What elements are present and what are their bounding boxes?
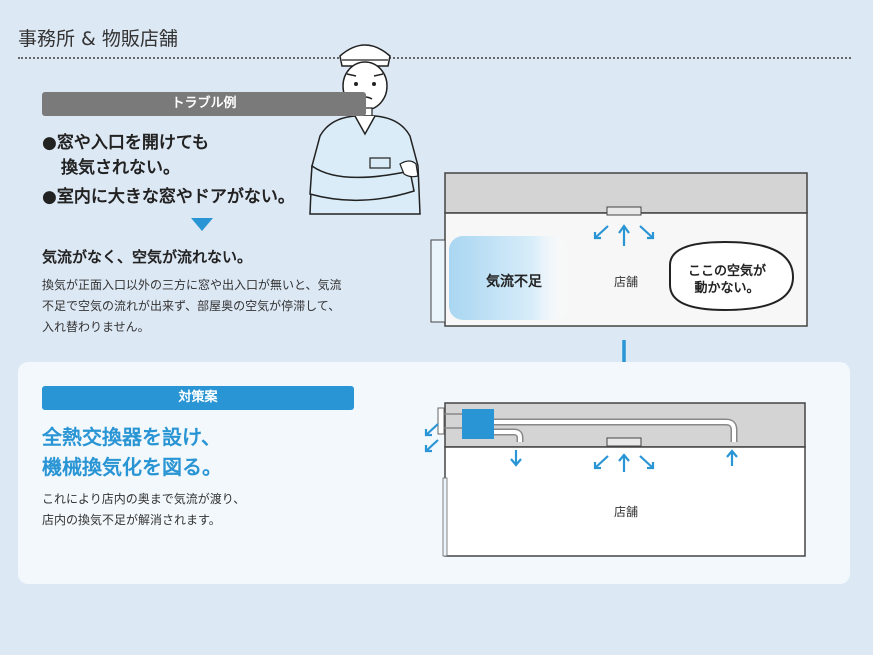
solution-diagram (424, 402, 806, 557)
countermeasure-heading: 全熱交換器を設け、 機械換気化を図る。 (42, 422, 222, 482)
trouble-result-heading: 気流がなく、空気が流れない。 (42, 248, 253, 266)
airflow-shortage-label: 気流不足 (486, 274, 542, 290)
countermeasure-label: 対策案 (42, 386, 354, 410)
trouble-desc-line1: 換気が正面入口以外の三方に窓や出入口が無いと、気流 (42, 278, 342, 292)
store-label-2: 店舗 (614, 505, 639, 519)
trouble-bullet-2: ●室内に大きな窓やドアがない。 (42, 187, 295, 207)
countermeasure-heading-2: 機械換気化を図る。 (42, 455, 222, 479)
page-title: 事務所 & 物販店舗 (18, 28, 178, 50)
stagnant-line-2: 動かない。 (694, 281, 760, 296)
countermeasure-desc-line2: 店内の換気不足が解消されます。 (42, 513, 221, 527)
trouble-bullet-1-cont: 換気されない。 (61, 158, 180, 178)
trouble-bullet-1: ●窓や入口を開けても (42, 133, 209, 153)
trouble-description: 換気が正面入口以外の三方に窓や出入口が無いと、気流 不足で空気の流れが出来ず、部… (42, 275, 342, 338)
stagnant-line-1: ここの空気が (688, 264, 767, 279)
worker-illustration (309, 44, 421, 215)
title-divider (18, 57, 851, 59)
trouble-desc-line2: 不足で空気の流れが出来ず、部屋奥の空気が停滞して、 (42, 299, 341, 313)
countermeasure-heading-1: 全熱交換器を設け、 (42, 425, 221, 449)
store-label: 店舗 (614, 275, 639, 289)
problem-diagram (430, 172, 808, 327)
countermeasure-description: これにより店内の奥まで気流が渡り、 店内の換気不足が解消されます。 (42, 489, 245, 531)
down-triangle-icon (191, 218, 213, 231)
stagnant-air-label: ここの空気が 動かない。 (688, 263, 766, 297)
countermeasure-desc-line1: これにより店内の奥まで気流が渡り、 (42, 492, 246, 506)
trouble-desc-line3: 入れ替わりません。 (42, 320, 150, 334)
trouble-example-label: トラブル例 (42, 92, 366, 116)
